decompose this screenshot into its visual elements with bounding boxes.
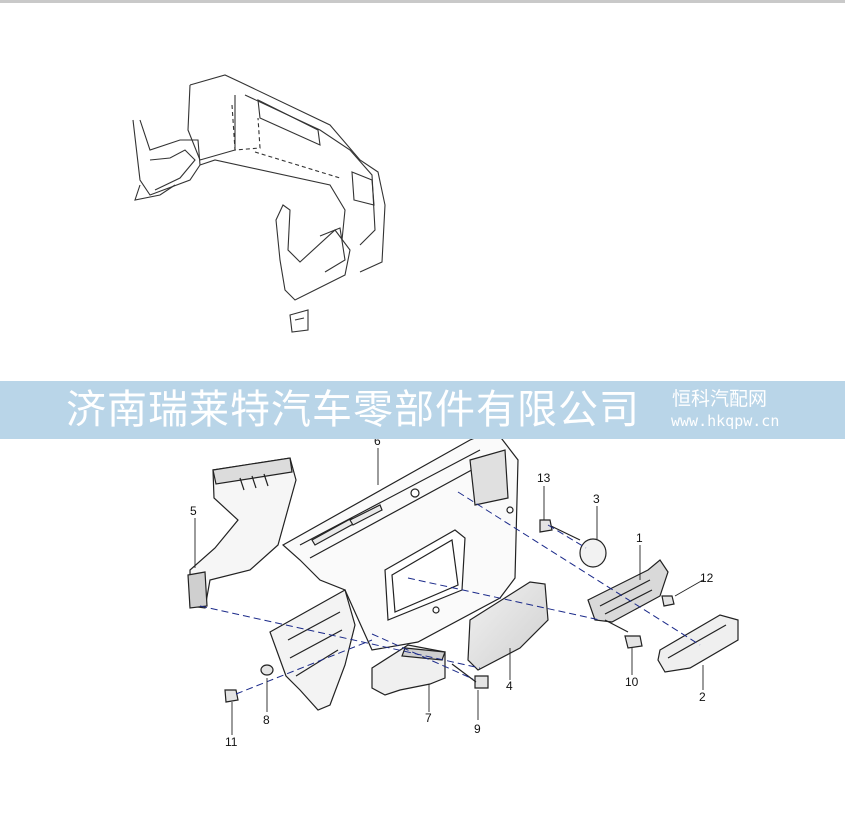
alignment-lines — [199, 491, 701, 695]
callout-12: 12 — [700, 571, 714, 585]
top-divider — [0, 0, 845, 3]
part-13-bolt — [539, 519, 553, 533]
cab-overview-drawing — [132, 74, 386, 333]
company-name: 济南瑞莱特汽车零部件有限公司 — [66, 387, 640, 433]
callout-3: 3 — [593, 492, 600, 506]
part-2-handle — [657, 614, 739, 673]
watermark-banner: 济南瑞莱特汽车零部件有限公司 恒科汽配网 www.hkqpw.cn — [0, 381, 845, 439]
leader-lines — [194, 448, 704, 735]
callout-labels: 6 5 13 3 1 12 4 2 10 9 7 8 11 — [190, 434, 714, 749]
callout-6: 6 — [374, 434, 381, 448]
part-9-screw — [474, 675, 489, 689]
part-3-cap — [579, 538, 607, 568]
callout-9: 9 — [474, 722, 481, 736]
exploded-parts — [187, 429, 739, 711]
part-10-bolt — [624, 635, 643, 649]
part-11-bolt — [224, 689, 239, 703]
part-5-duct — [189, 457, 297, 609]
callout-10: 10 — [625, 675, 639, 689]
part-12-nut — [661, 595, 675, 607]
callout-11: 11 — [225, 735, 238, 749]
part-8-washer — [260, 664, 274, 676]
callout-4: 4 — [506, 679, 513, 693]
callout-1: 1 — [636, 531, 643, 545]
callout-8: 8 — [263, 713, 270, 727]
callout-2: 2 — [699, 690, 706, 704]
brand-url: www.hkqpw.cn — [671, 412, 780, 430]
brand-name: 恒科汽配网 — [672, 388, 768, 410]
callout-13: 13 — [537, 471, 551, 485]
callout-5: 5 — [190, 504, 197, 518]
callout-7: 7 — [425, 711, 432, 725]
